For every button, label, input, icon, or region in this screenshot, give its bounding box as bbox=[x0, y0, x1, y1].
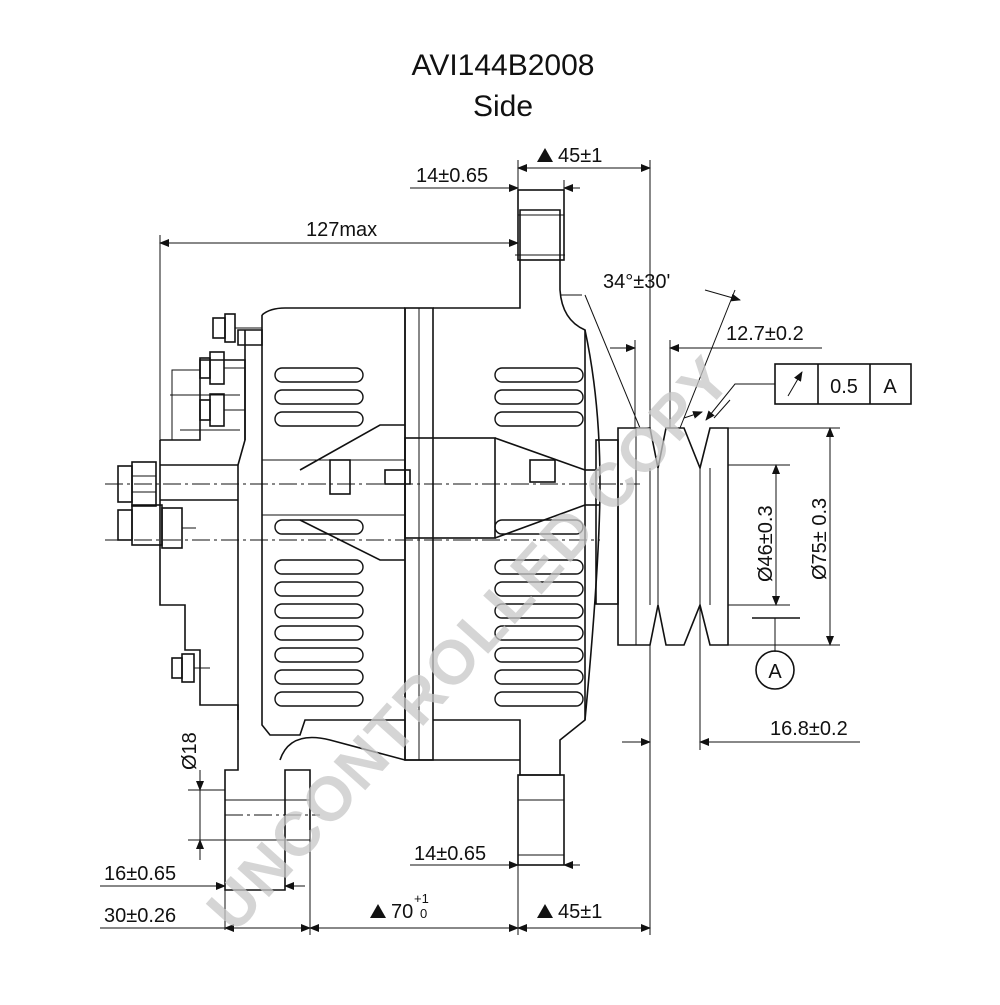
dim-foot-offset-label: 30±0.26 bbox=[104, 905, 176, 927]
dim-angle-label: 34°±30' bbox=[603, 271, 670, 293]
dim-max-length: 127max bbox=[159, 219, 519, 440]
runout-arrow-icon bbox=[787, 371, 803, 397]
runout-datum: A bbox=[883, 376, 897, 398]
terminal-stud-2 bbox=[199, 351, 245, 385]
dim-foot-width-label: 16±0.65 bbox=[104, 863, 176, 885]
terminal-stud-bottom bbox=[171, 653, 210, 683]
runout-value: 0.5 bbox=[830, 376, 858, 398]
dim-pulley-offset-label: 12.7±0.2 bbox=[726, 323, 804, 345]
rear-cover bbox=[159, 329, 263, 720]
dim-bore-label: Ø46±0.3 bbox=[755, 505, 777, 582]
dim-pulley-width-label: 16.8±0.2 bbox=[770, 718, 848, 740]
basic-dimension-triangle-icon bbox=[370, 904, 386, 918]
basic-dimension-triangle-icon bbox=[537, 904, 553, 918]
runout-frame: 0.5 A bbox=[683, 363, 912, 421]
dim-mount-base: 70 +1 0 bbox=[309, 865, 519, 935]
dim-bottom-length-label: 45±1 bbox=[558, 901, 602, 923]
rear-vent-slots bbox=[274, 367, 364, 707]
dim-max-length-label: 127max bbox=[306, 219, 377, 241]
dim-hole-diameter: Ø18 bbox=[179, 732, 225, 860]
dim-foot-offset: 30±0.26 bbox=[100, 830, 311, 935]
dim-outer-diameter: Ø75± 0.3 bbox=[728, 427, 840, 646]
dim-hole-diameter-label: Ø18 bbox=[179, 732, 201, 770]
dim-top-length-label: 45±1 bbox=[558, 145, 602, 167]
dim-top-flange-label: 14±0.65 bbox=[416, 165, 488, 187]
rotor-shaft bbox=[299, 424, 600, 561]
terminal-stud-3 bbox=[199, 393, 245, 427]
dim-top-flange: 14±0.65 bbox=[410, 165, 580, 192]
view-title: Side bbox=[473, 90, 533, 123]
basic-dimension-triangle-icon bbox=[537, 148, 553, 162]
dim-bottom-flange: 14±0.65 bbox=[410, 843, 580, 869]
lower-mounting-ear bbox=[517, 774, 565, 866]
upper-mounting-ear bbox=[517, 189, 565, 261]
dim-pulley-width: 16.8±0.2 bbox=[622, 605, 860, 750]
dim-bore: Ø46±0.3 bbox=[728, 464, 790, 606]
datum-a-symbol: A bbox=[752, 617, 800, 690]
terminal-stud-top bbox=[212, 313, 262, 343]
battery-terminal-lower bbox=[117, 504, 196, 549]
dim-angle: 34°±30' bbox=[560, 271, 741, 429]
lower-foot-bracket bbox=[224, 720, 520, 891]
dim-mount-tol-lower: 0 bbox=[420, 906, 427, 921]
dim-mount-tol-upper: +1 bbox=[414, 891, 429, 906]
part-number-title: AVI144B2008 bbox=[412, 49, 595, 82]
dim-bottom-flange-label: 14±0.65 bbox=[414, 843, 486, 865]
dim-bottom-length: 45±1 bbox=[517, 645, 651, 935]
dim-top-length: 45±1 bbox=[517, 145, 651, 428]
dim-outer-diameter-label: Ø75± 0.3 bbox=[809, 498, 831, 580]
datum-a-label: A bbox=[768, 661, 782, 683]
dim-mount-base-label: 70 bbox=[391, 901, 413, 923]
dim-foot-width: 16±0.65 bbox=[100, 863, 305, 930]
battery-terminal-upper bbox=[117, 461, 157, 507]
dim-pulley-offset: 12.7±0.2 bbox=[610, 323, 822, 428]
